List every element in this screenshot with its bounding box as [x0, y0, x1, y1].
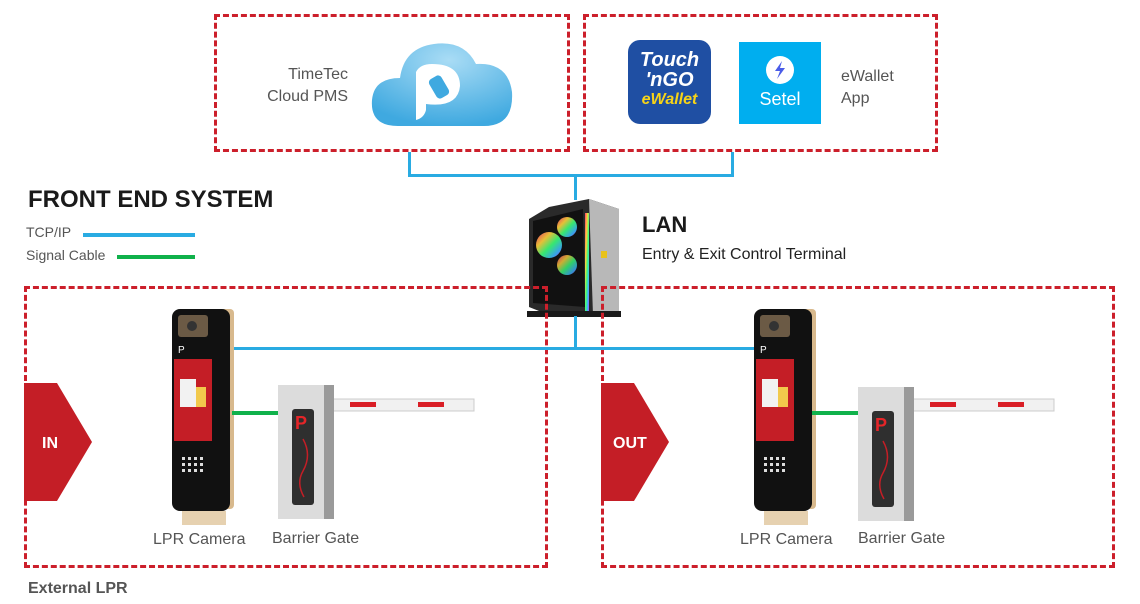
- tng-ewallet-text: eWallet: [641, 91, 698, 108]
- svg-text:P: P: [875, 415, 887, 435]
- ewallet-line1: eWallet: [841, 68, 894, 85]
- svg-text:P: P: [760, 345, 767, 356]
- cloud-pms-line2: Cloud PMS: [267, 88, 348, 105]
- exit-barrier-gate-icon: P: [858, 387, 1055, 521]
- exit-barrier-gate-label: Barrier Gate: [858, 530, 946, 547]
- entry-barrier-gate-label: Barrier Gate: [272, 530, 360, 547]
- entry-lpr-camera-icon: P: [172, 309, 234, 525]
- in-arrow-label: IN: [42, 435, 58, 452]
- legend-tcp-line: [83, 233, 195, 237]
- ewallet-app-label: eWallet App: [841, 66, 894, 110]
- entry-lpr-camera-label: LPR Camera: [153, 531, 246, 548]
- setel-logo: Setel: [739, 42, 821, 124]
- svg-text:P: P: [295, 413, 307, 433]
- pc-terminal-icon: [527, 199, 621, 317]
- exit-lpr-camera-icon: P: [754, 309, 816, 525]
- in-arrow: [24, 383, 92, 501]
- cloud-pms-line1: TimeTec: [288, 66, 348, 83]
- tcp-connector-to-terminal: [574, 174, 577, 200]
- entry-barrier-gate-icon: P: [278, 385, 475, 519]
- external-lpr-label: External LPR: [28, 580, 128, 597]
- out-arrow-label: OUT: [613, 435, 647, 452]
- lan-title: LAN: [642, 212, 688, 237]
- legend-signal-line: [117, 255, 195, 259]
- ewallet-box: [583, 14, 938, 152]
- cloud-pms-label: TimeTec Cloud PMS: [248, 64, 348, 108]
- exit-lpr-camera-label: LPR Camera: [740, 531, 833, 548]
- signal-cable-exit: [812, 411, 858, 415]
- cloud-parking-icon: [371, 43, 513, 126]
- tcp-terminal-down: [574, 316, 577, 350]
- front-end-system-title: FRONT END SYSTEM: [28, 186, 274, 213]
- ewallet-line2: App: [841, 90, 870, 107]
- tcp-connector-cloud: [408, 152, 411, 176]
- out-arrow: [601, 383, 669, 501]
- setel-label: Setel: [759, 89, 801, 109]
- cloud-pms-box: [214, 14, 570, 152]
- tng-touch-text: Touch: [639, 49, 700, 71]
- svg-text:P: P: [178, 345, 185, 356]
- tcp-connector-ewallet: [731, 152, 734, 176]
- signal-cable-entry: [232, 411, 278, 415]
- tcp-bus-exit: [574, 347, 754, 350]
- legend-signal-label: Signal Cable: [26, 247, 106, 263]
- legend-tcp-label: TCP/IP: [26, 224, 72, 240]
- tcp-connector-top-bus: [408, 174, 734, 177]
- tcp-bus-entry: [232, 347, 577, 350]
- setel-bolt-icon: [766, 56, 794, 84]
- touch-n-go-logo: Touch 'nGO eWallet: [628, 40, 711, 124]
- terminal-subtitle: Entry & Exit Control Terminal: [642, 246, 847, 263]
- tng-ngo-text: 'nGO: [645, 69, 694, 91]
